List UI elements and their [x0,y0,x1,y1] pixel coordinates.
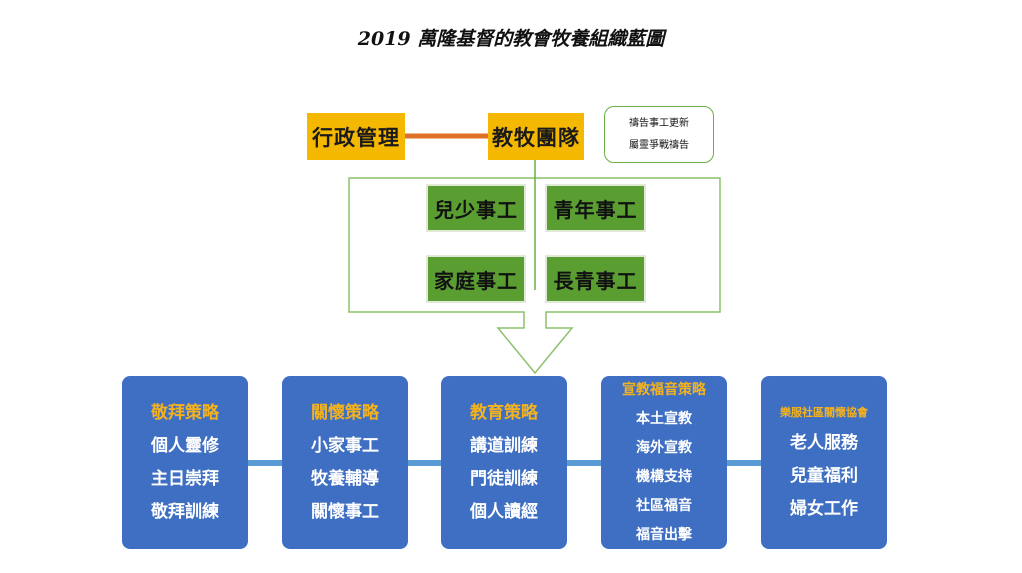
strategy-item: 小家事工 [311,435,379,456]
prayer-line-1: 禱告事工更新 [629,117,689,129]
prayer-line-2: 屬靈爭戰禱告 [629,139,689,151]
strategy-heading: 宣教福音策略 [622,381,706,398]
strategy-item: 主日崇拜 [151,468,219,489]
ministry-youth: 青年事工 [545,184,646,232]
strategy-item: 婦女工作 [790,499,858,519]
strategy-card-worship: 敬拜策略 個人靈修 主日崇拜 敬拜訓練 [122,376,248,549]
strategy-heading: 樂服社區關懷協會 [780,406,868,419]
strategy-item: 機構支持 [636,468,692,485]
strategy-item: 福音出擊 [636,526,692,543]
strategy-item: 門徒訓練 [470,468,538,489]
strategy-item: 敬拜訓練 [151,501,219,522]
prayer-box: 禱告事工更新 屬靈爭戰禱告 [604,106,714,163]
strategy-card-community: 樂服社區關懷協會 老人服務 兒童福利 婦女工作 [761,376,887,549]
strategy-item: 兒童福利 [790,466,858,486]
team-box: 教牧團隊 [488,113,584,160]
ministry-arrow-outline [348,177,721,375]
strategy-item: 老人服務 [790,433,858,453]
admin-box: 行政管理 [307,113,405,160]
ministry-senior: 長青事工 [545,255,646,303]
strategy-heading: 關懷策略 [311,402,379,423]
ministry-children: 兒少事工 [426,184,526,232]
strategy-item: 個人讀經 [470,501,538,522]
strategy-item: 個人靈修 [151,435,219,456]
strategy-heading: 敬拜策略 [151,402,219,423]
strategy-card-education: 教育策略 講道訓練 門徒訓練 個人讀經 [441,376,567,549]
strategy-item: 講道訓練 [470,435,538,456]
strategy-item: 海外宣教 [636,439,692,456]
strategy-card-mission: 宣教福音策略 本土宣教 海外宣教 機構支持 社區福音 福音出擊 [601,376,727,549]
ministry-family: 家庭事工 [426,255,526,303]
strategy-item: 本土宣教 [636,410,692,427]
strategy-item: 社區福音 [636,497,692,514]
strategy-item: 關懷事工 [311,501,379,522]
strategy-card-care: 關懷策略 小家事工 牧養輔導 關懷事工 [282,376,408,549]
strategy-heading: 教育策略 [470,402,538,423]
diagram-title: 2019 萬隆基督的教會牧養組織藍圖 [357,28,665,50]
strategy-item: 牧養輔導 [311,468,379,489]
